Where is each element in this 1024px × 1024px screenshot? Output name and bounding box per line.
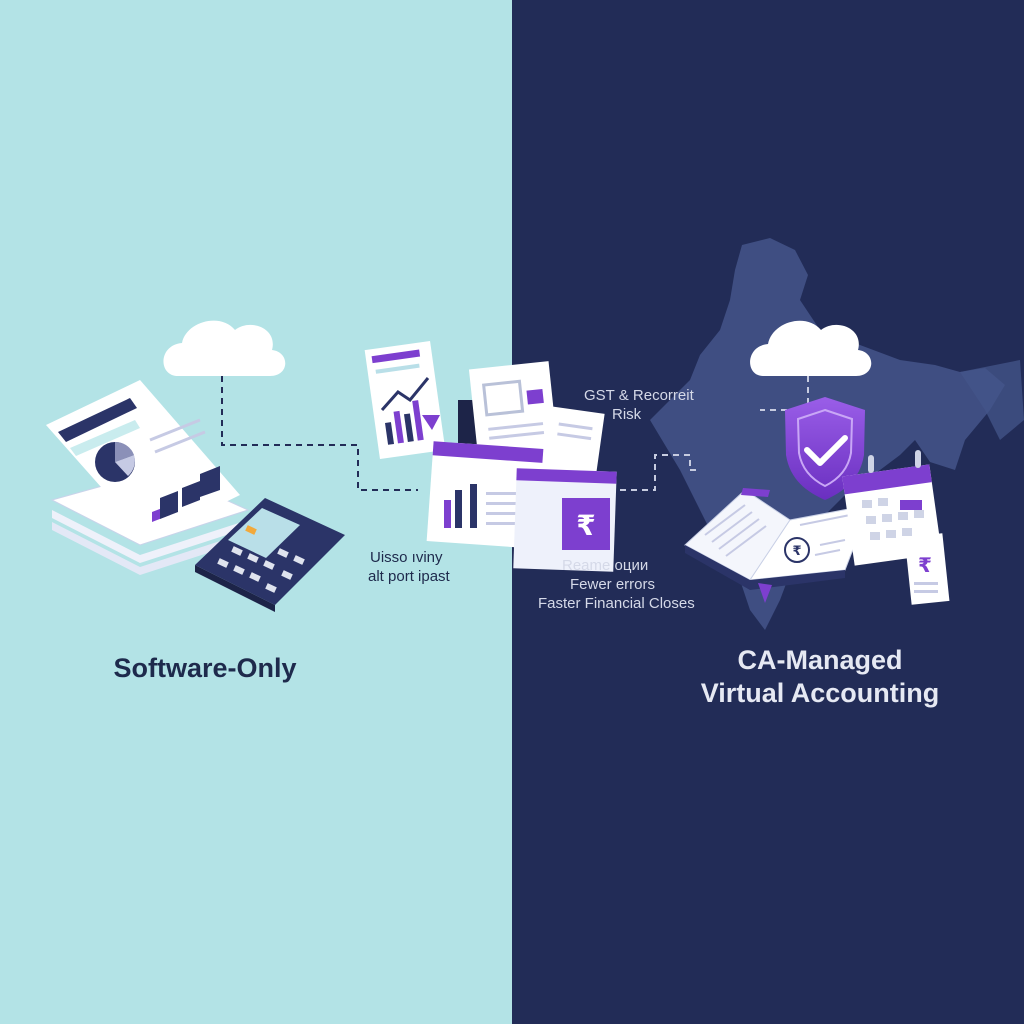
svg-text:₹: ₹ xyxy=(576,509,595,542)
software-only-title: Software-Only xyxy=(113,653,297,683)
gst-risk-caption-line2: Risk xyxy=(612,406,642,423)
ca-managed-title-line2: Virtual Accounting xyxy=(700,678,940,708)
report-sheets-icon xyxy=(46,380,250,575)
cloud-icon xyxy=(163,320,286,376)
svg-text:₹: ₹ xyxy=(792,544,801,559)
shield-check-icon xyxy=(785,397,865,500)
rupee-card-icon: ₹ xyxy=(562,498,610,550)
benefit-caption-line2: Fewer errors xyxy=(570,576,656,593)
gst-risk-caption-line1: GST & Recorreit xyxy=(584,387,694,404)
rupee-receipt-icon: ₹ xyxy=(904,533,950,605)
calculator-icon xyxy=(195,498,345,612)
cloud-icon xyxy=(750,320,872,376)
ca-managed-title-line1: CA-Managed xyxy=(737,645,903,675)
open-ledger-icon: ₹ xyxy=(684,488,871,603)
benefit-caption-line1: Reame оции xyxy=(562,557,649,574)
trend-chart-icon xyxy=(364,340,446,460)
software-caption-line1: Uisso ıviny xyxy=(370,549,443,566)
benefit-caption-line3: Faster Financial Closes xyxy=(538,595,695,612)
svg-text:₹: ₹ xyxy=(918,553,932,577)
software-caption-line2: alt port ipast xyxy=(368,568,450,585)
